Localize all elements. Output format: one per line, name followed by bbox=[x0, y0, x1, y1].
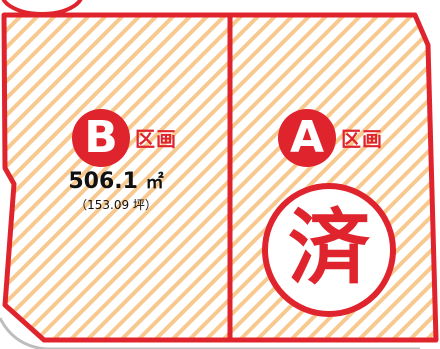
partial-oval bbox=[1, 0, 83, 16]
sold-stamp: 済 bbox=[262, 183, 396, 317]
lot-a-label: 区画 bbox=[341, 127, 383, 151]
lot-b-label: 区画 bbox=[135, 127, 177, 151]
lot-b-area-number: 506.1 bbox=[68, 169, 138, 194]
lot-b-area-unit: ㎡ bbox=[145, 172, 164, 193]
lot-b-area-value: 506.1 ㎡ bbox=[56, 168, 176, 194]
lot-a-letter-badge: A bbox=[278, 109, 336, 167]
lot-b-area-tsubo: （153.09 坪） bbox=[75, 198, 157, 212]
lot-b-letter-badge: B bbox=[72, 109, 130, 167]
